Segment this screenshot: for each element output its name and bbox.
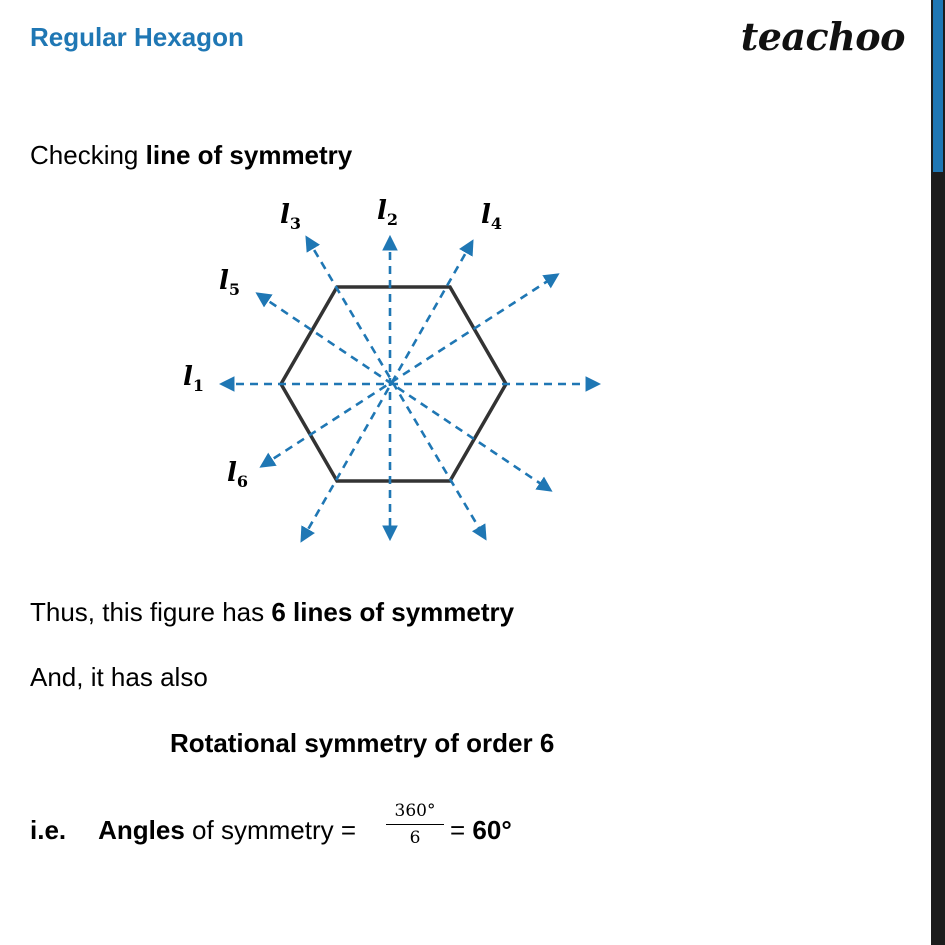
thus-text: Thus, this figure has [30, 597, 272, 627]
ie-label: i.e. [30, 815, 67, 845]
rotational-symmetry-statement: Rotational symmetry of order 6 [170, 728, 555, 758]
fraction-denominator: 6 [409, 828, 421, 848]
label-l1: l1 [183, 362, 205, 396]
equals-sign: = [450, 815, 473, 845]
label-l4: l4 [481, 200, 503, 234]
scrollbar-thumb[interactable] [933, 0, 943, 172]
symmetry-line-l6 [259, 273, 560, 468]
heading-bold-text: line of symmetry [145, 140, 353, 170]
label-l6: l6 [227, 458, 249, 492]
label-l5: l5 [219, 266, 241, 300]
angle-fraction: 360° 6 [386, 800, 444, 849]
symmetry-line-l3 [305, 235, 487, 541]
label-l3: l3 [280, 200, 302, 234]
label-l2: l2 [377, 196, 399, 230]
thus-bold-text: 6 lines of symmetry [271, 597, 515, 627]
teachoo-logo: teachoo [740, 14, 906, 59]
angle-result: = 60° [450, 815, 512, 846]
angles-bold-text: Angles [98, 815, 185, 845]
scrollbar[interactable] [931, 0, 945, 945]
angle-statement: i.e. Angles of symmetry = [30, 815, 356, 846]
page-title: Regular Hexagon [30, 22, 244, 52]
fraction-numerator: 360° [386, 800, 444, 825]
also-statement: And, it has also [30, 662, 208, 692]
section-heading: Checking line of symmetry [30, 140, 352, 171]
result-value: 60° [472, 815, 512, 845]
angles-text: of symmetry = [184, 815, 357, 845]
lines-count-statement: Thus, this figure has 6 lines of symmetr… [30, 597, 514, 628]
heading-text: Checking [30, 140, 146, 170]
symmetry-line-l5 [255, 292, 553, 492]
